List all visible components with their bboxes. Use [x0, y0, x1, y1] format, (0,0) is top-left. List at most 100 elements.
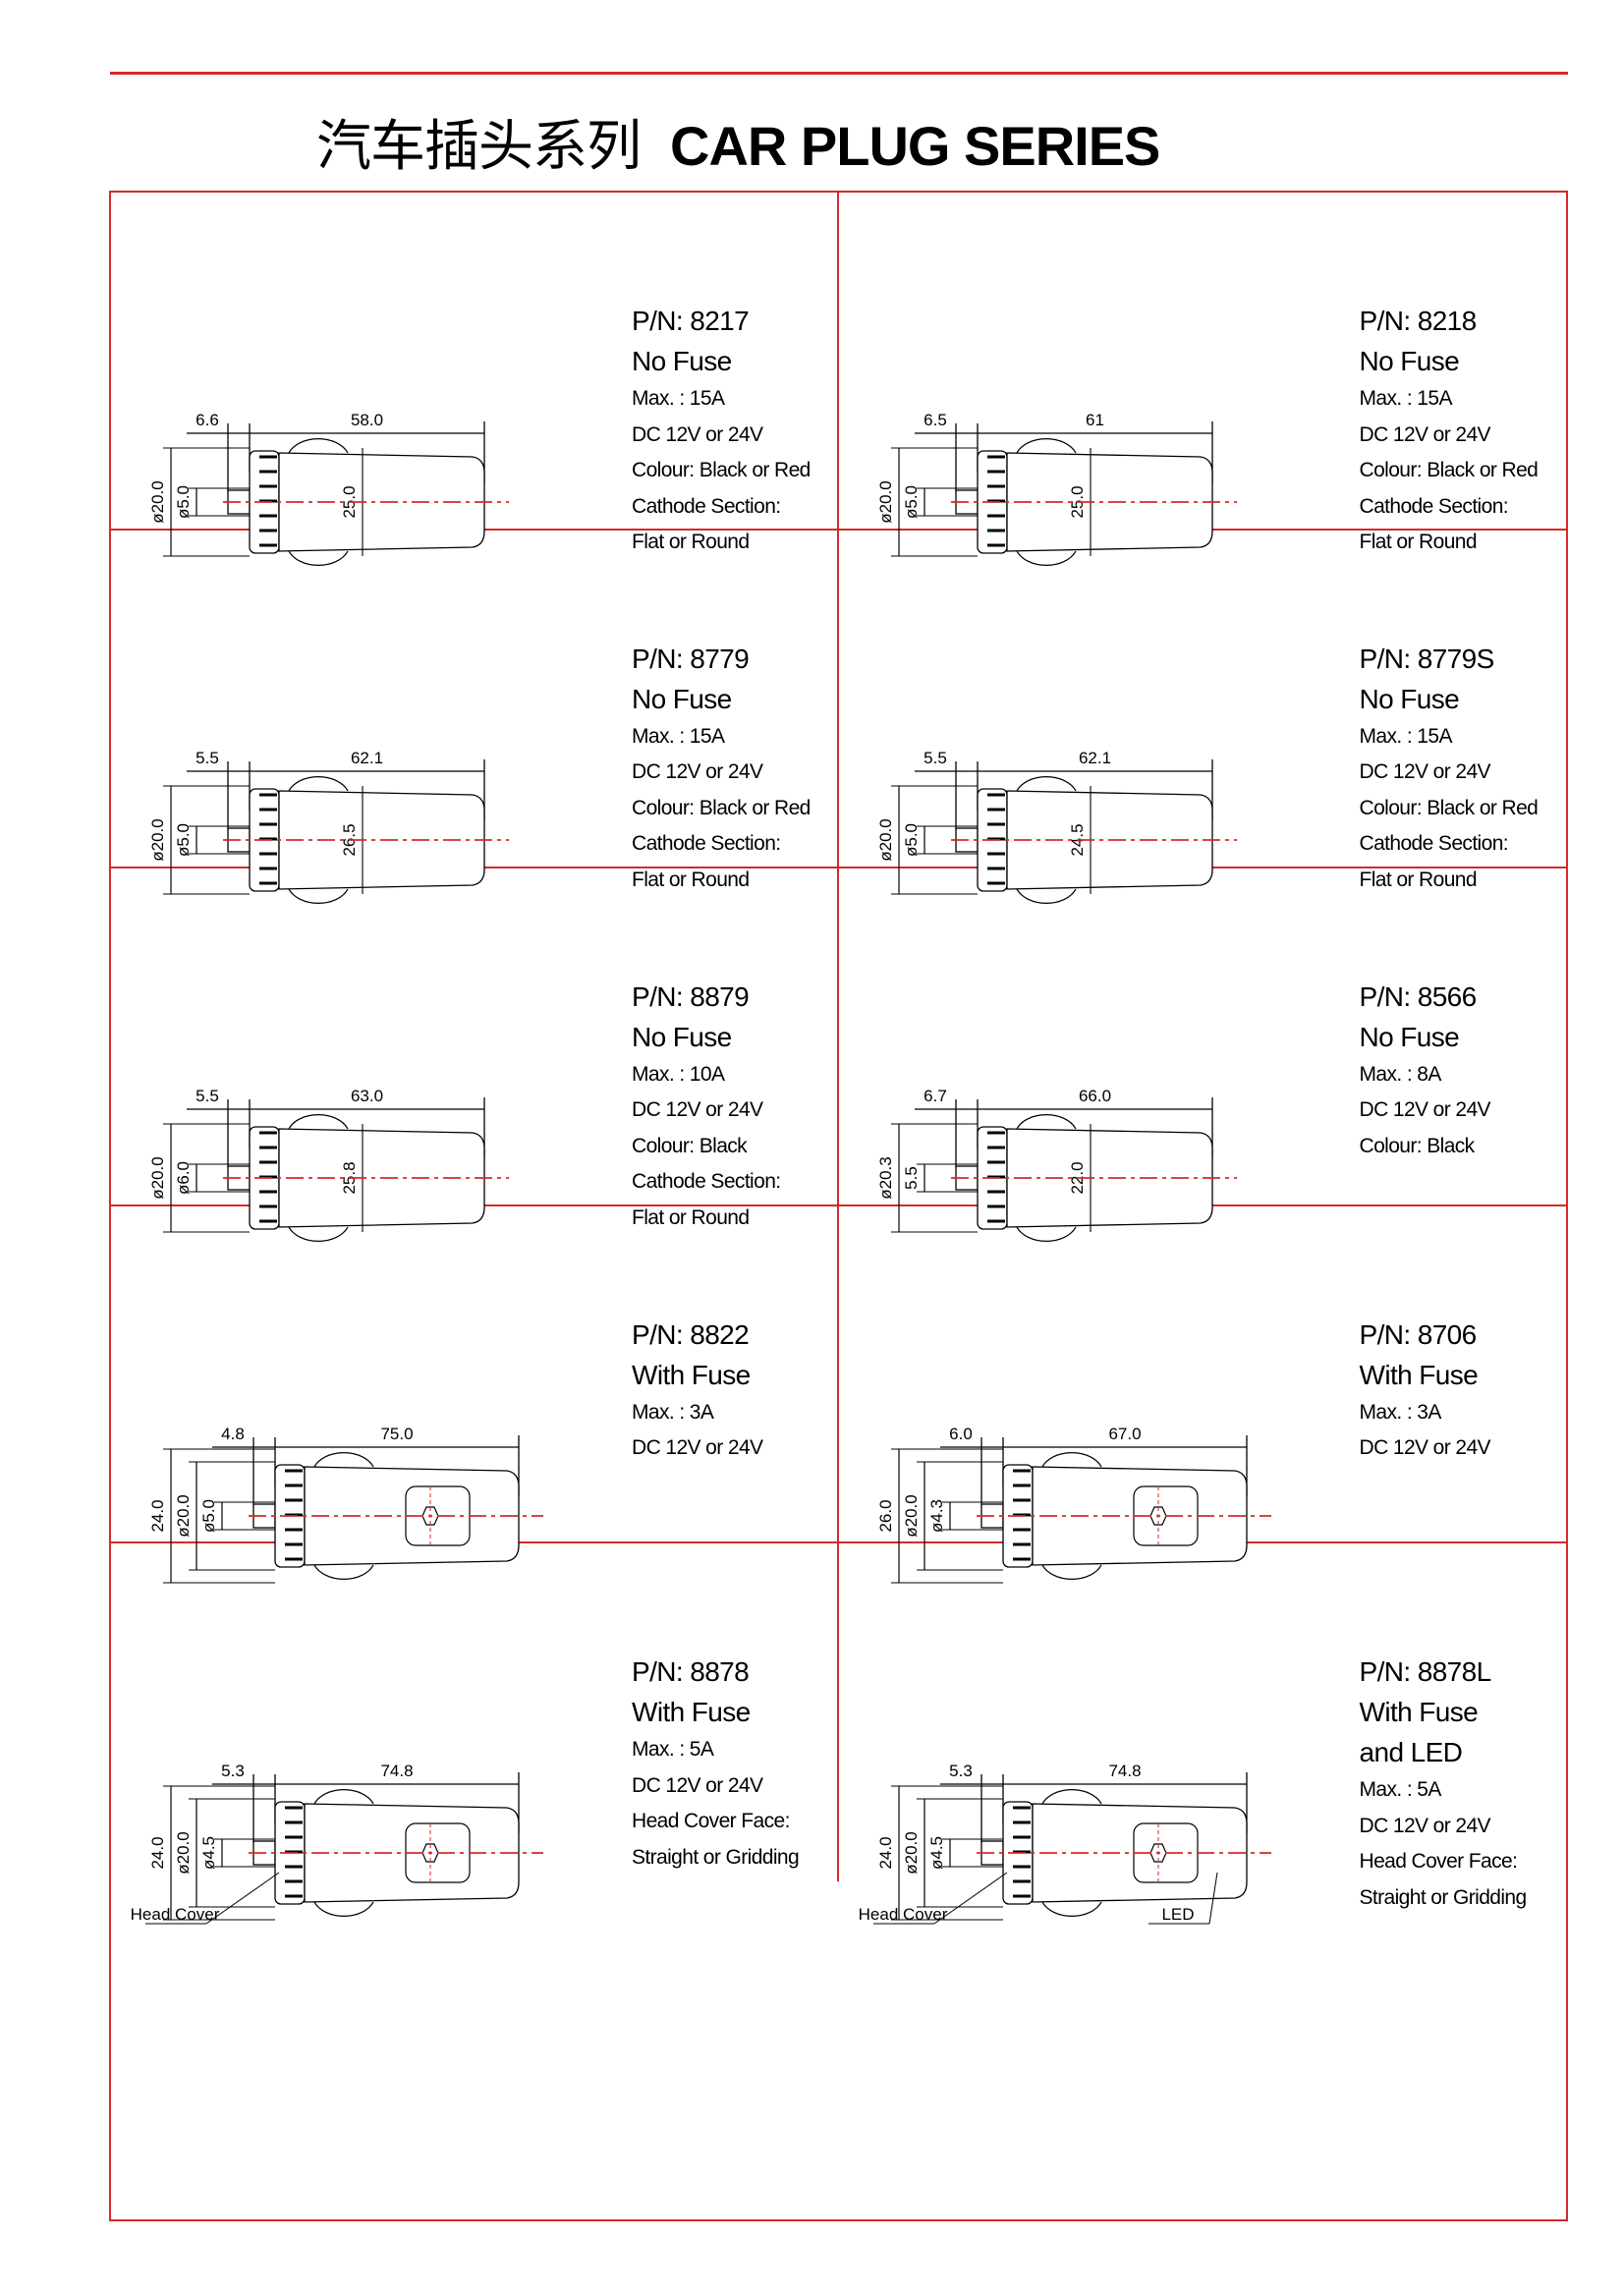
- spec-line: Cathode Section:: [632, 832, 781, 856]
- part-number: P/N: 8566: [1359, 980, 1478, 1012]
- side-spring: [313, 1789, 374, 1805]
- plug-drawing: 6.0 67.0 26.0 ø20.0 ø4.3: [876, 1425, 1271, 1583]
- side-spring: [288, 438, 349, 454]
- part-number: P/N: 8217: [632, 306, 750, 336]
- side-spring: [1040, 1451, 1102, 1467]
- dim-diameter-label: ø5.0: [902, 485, 921, 519]
- spec-line: Flat or Round: [632, 1205, 750, 1229]
- dim-left-label: 6.7: [924, 1087, 947, 1105]
- title-cn: 汽车插头系列: [316, 115, 642, 177]
- callout-label: Head Cover: [858, 1905, 947, 1924]
- dim-diameter-label: ø20.3: [876, 1156, 895, 1199]
- side-spring: [1040, 1902, 1102, 1918]
- spec-line: Flat or Round: [632, 531, 750, 553]
- part-number: P/N: 8779S: [1359, 643, 1495, 674]
- spec-line: DC 12V or 24V: [632, 422, 763, 446]
- dim-length-label: 74.8: [1108, 1762, 1141, 1780]
- callout-leader: [933, 1872, 1007, 1925]
- callout-label: Head Cover: [131, 1905, 220, 1924]
- spec-line: Colour: Black or Red: [632, 796, 811, 819]
- spec-line: DC 12V or 24V: [632, 760, 763, 784]
- dim-diameter-label: 24.0: [876, 1837, 895, 1870]
- spec-line: Head Cover Face:: [1359, 1850, 1518, 1874]
- spec-line: Flat or Round: [632, 868, 750, 891]
- spec-line: Straight or Gridding: [1359, 1885, 1528, 1909]
- spec-line: Flat or Round: [1359, 531, 1478, 553]
- spec-line: Cathode Section:: [1359, 494, 1509, 518]
- spec-line: Max. : 3A: [632, 1400, 714, 1424]
- dim-length-label: 67.0: [1108, 1425, 1141, 1443]
- side-spring: [313, 1451, 374, 1467]
- dim-diameter-label: 24.0: [148, 1837, 167, 1870]
- dim-left-label: 5.3: [221, 1762, 245, 1780]
- callout-label: LED: [1161, 1905, 1194, 1924]
- dim-diameter-label: 26.0: [876, 1499, 895, 1532]
- part-number: P/N: 8822: [632, 1318, 750, 1350]
- dim-diameter-label: ø20.0: [148, 1156, 167, 1199]
- dim-length-label: 75.0: [380, 1425, 413, 1443]
- side-spring: [288, 1113, 349, 1129]
- fuse-type: With Fuse: [632, 1697, 751, 1728]
- dim-diameter-label: ø6.0: [174, 1161, 193, 1195]
- spec-line: Max. : 15A: [632, 387, 725, 410]
- side-spring: [313, 1902, 374, 1918]
- side-spring: [1015, 775, 1077, 792]
- spec-line: Max. : 15A: [1359, 387, 1453, 410]
- part-number: P/N: 8218: [1359, 306, 1478, 336]
- title-en: CAR PLUG SERIES: [670, 115, 1160, 177]
- dim-diameter-label: ø5.0: [199, 1498, 218, 1532]
- dim-length-label: 66.0: [1078, 1087, 1110, 1105]
- header-rule: [110, 72, 1568, 75]
- dim-left-label: 6.0: [949, 1425, 973, 1443]
- fuse-type: No Fuse: [632, 1021, 732, 1052]
- part-number: P/N: 8878: [632, 1656, 750, 1688]
- spec-line: Colour: Black or Red: [632, 459, 811, 481]
- side-spring: [313, 1564, 374, 1580]
- spec-line: Max. : 15A: [632, 724, 725, 748]
- spec-line: Colour: Black: [632, 1134, 748, 1157]
- dim-diameter-label: ø20.0: [902, 1494, 921, 1537]
- spec-line: Head Cover Face:: [632, 1810, 790, 1833]
- dim-diameter-label: ø20.0: [148, 818, 167, 861]
- fuse-type: With Fuse: [1359, 1359, 1479, 1390]
- spec-line: Max. : 5A: [632, 1738, 714, 1762]
- fuse-type: No Fuse: [632, 683, 732, 714]
- dim-length-label: 62.1: [351, 749, 383, 767]
- dim-left-label: 6.6: [196, 411, 219, 429]
- fuse-type: and LED: [1359, 1737, 1463, 1768]
- side-spring: [288, 888, 349, 904]
- spec-line: DC 12V or 24V: [1359, 422, 1491, 446]
- dim-length-label: 61: [1086, 411, 1104, 429]
- dim-diameter-label: ø20.0: [148, 480, 167, 523]
- part-number: P/N: 8706: [1359, 1318, 1478, 1350]
- dim-diameter-label: ø5.0: [174, 485, 193, 519]
- side-spring: [288, 550, 349, 566]
- spec-line: Max. : 15A: [1359, 724, 1453, 748]
- dim-length-label: 58.0: [351, 411, 383, 429]
- part-number: P/N: 8879: [632, 980, 750, 1012]
- spec-line: Cathode Section:: [1359, 832, 1509, 856]
- dim-diameter-label: ø4.5: [927, 1836, 946, 1870]
- part-number: P/N: 8779: [632, 643, 750, 674]
- dim-left-label: 4.8: [221, 1425, 245, 1443]
- spec-line: DC 12V or 24V: [1359, 760, 1491, 784]
- spec-line: Max. : 8A: [1359, 1062, 1442, 1086]
- dim-diameter-label: ø4.3: [927, 1498, 946, 1532]
- side-spring: [1040, 1564, 1102, 1580]
